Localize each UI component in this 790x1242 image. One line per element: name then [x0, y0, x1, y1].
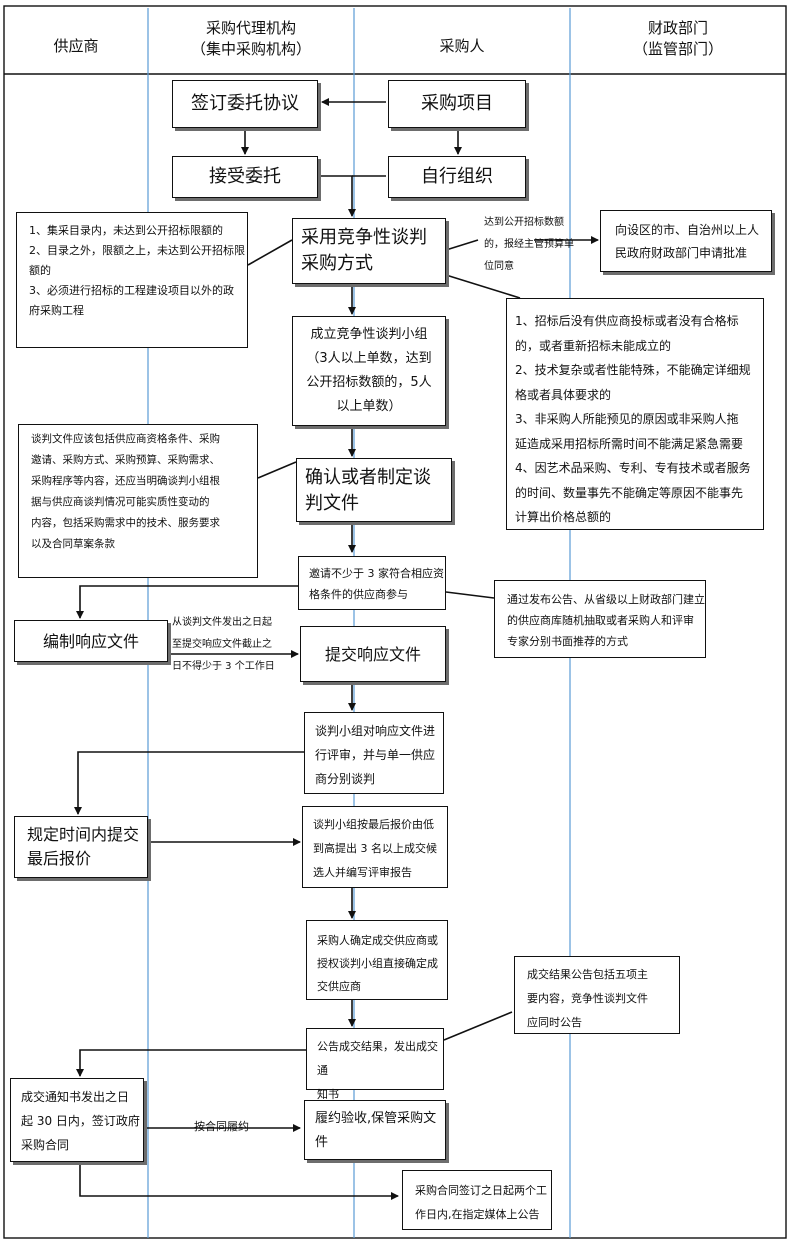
label-perform: 按合同履约 [194, 1120, 249, 1133]
node-sign-agreement: 签订委托协议 [172, 80, 318, 128]
arrow-contract-to-publish [79, 1162, 399, 1200]
node-final-quote: 规定时间内提交 最后报价 [14, 816, 148, 878]
connector-announcement [443, 1011, 513, 1041]
connector-right-conditions [445, 274, 521, 299]
label-threshold: 达到公开招标数额 的，报经主管预算单 位同意 [484, 217, 574, 272]
lane-header-agency: 采购代理机构 （集中采购机构） [190, 19, 311, 58]
arrow-invite-to-prepare [76, 585, 298, 619]
node-determine-winner: 采购人确定成交供应商或 授权谈判小组直接确定成 交供应商 [306, 920, 448, 1000]
node-acceptance: 履约验收,保管采购文 件 [304, 1100, 446, 1160]
connector-doc-contents [257, 461, 297, 479]
node-accept-entrust: 接受委托 [172, 156, 318, 198]
connector-selection [445, 591, 495, 599]
node-adopt-method: 采用竞争性谈判 采购方式 [292, 218, 446, 284]
node-candidates: 谈判小组按最后报价由低 到高提出 3 名以上成交候 选人并编写评审报告 [302, 806, 448, 888]
lane-header-supplier: 供应商 [53, 37, 99, 55]
node-form-group: 成立竞争性谈判小组 （3人以上单数，达到 公开招标数额的，5人 以上单数） [292, 316, 446, 426]
node-prepare-response: 编制响应文件 [14, 620, 168, 662]
label-deadline: 从谈判文件发出之日起 至提交响应文件截止之 日不得少于 3 个工作日 [172, 617, 275, 672]
arrow-announce-to-contract [76, 1049, 306, 1077]
connector-left-conditions [247, 239, 293, 266]
node-procurement-project: 采购项目 [388, 80, 526, 128]
note-doc-contents: 谈判文件应该包括供应商资格条件、采购 邀请、采购方式、采购预算、采购需求、 采购… [18, 424, 258, 578]
note-selection-method: 通过发布公告、从省级以上财政部门建立 的供应商库随机抽取或者采购人和评审 专家分… [494, 580, 706, 658]
note-conditions-left: 1、集采目录内，未达到公开招标限额的 2、目录之外，限额之上，未达到公开招标限 … [16, 212, 248, 348]
node-announce: 公告成交结果，发出成交通 知书 [306, 1028, 444, 1101]
arrow-accept-to-method [320, 175, 356, 217]
lane-header-finance: 财政部门 （监管部门） [632, 19, 723, 58]
arrow-review-to-quote [74, 751, 304, 815]
connector-threshold [445, 239, 479, 251]
node-confirm-docs: 确认或者制定谈 判文件 [296, 458, 452, 522]
node-apply-approval: 向设区的市、自治州以上人 民政府财政部门申请批准 [600, 210, 772, 272]
node-invite-suppliers: 邀请不少于 3 家符合相应资 格条件的供应商参与 [298, 556, 446, 610]
node-publish-contract: 采购合同签订之日起两个工 作日内,在指定媒体上公告 [402, 1170, 552, 1230]
node-submit-response: 提交响应文件 [300, 626, 446, 682]
lane-header-purchaser: 采购人 [439, 37, 485, 55]
note-conditions-right: 1、招标后没有供应商投标或者没有合格标 的，或者重新招标未能成立的 2、技术复杂… [506, 298, 764, 530]
node-sign-contract: 成交通知书发出之日 起 30 日内，签订政府 采购合同 [10, 1078, 144, 1162]
node-self-organize: 自行组织 [388, 156, 526, 198]
node-review-negotiate: 谈判小组对响应文件进 行评审，并与单一供应 商分别谈判 [304, 712, 444, 794]
note-announcement-content: 成交结果公告包括五项主 要内容，竞争性谈判文件 应同时公告 [514, 956, 680, 1034]
